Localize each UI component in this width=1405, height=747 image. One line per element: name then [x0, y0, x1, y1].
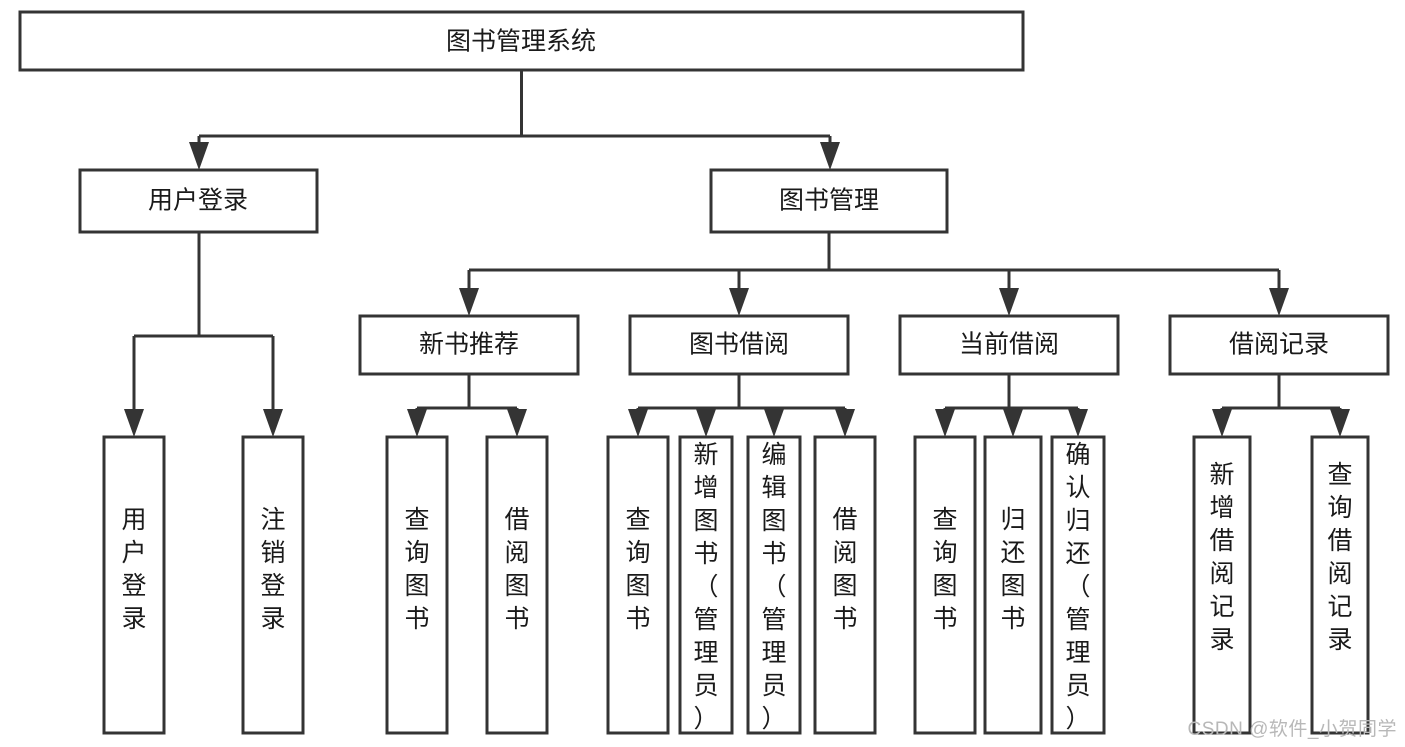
arrow-to-leaf-edit-book-admin	[764, 409, 784, 437]
node-new-book-recommend-label: 新书推荐	[419, 331, 519, 359]
node-leaf-borrow-book-recommend[interactable]: 借阅图书	[485, 435, 549, 735]
node-book-borrow[interactable]: 图书借阅	[628, 314, 850, 376]
node-leaf-query-book-recommend-box[interactable]	[385, 435, 449, 735]
arrow-to-user-login	[189, 142, 209, 170]
connector-book-borrow-trunk	[636, 374, 847, 415]
node-leaf-borrow-book-recommend-box[interactable]	[485, 435, 549, 735]
node-leaf-borrow-book-label: 借阅图书	[832, 506, 857, 633]
arrow-to-leaf-borrow-book-recommend	[507, 409, 527, 437]
node-leaf-edit-book-admin[interactable]: 编辑图书（管理员）	[746, 435, 802, 735]
node-leaf-user-login-box[interactable]	[102, 435, 166, 735]
node-leaf-add-borrow-record-label: 新增借阅记录	[1209, 461, 1234, 654]
node-leaf-query-book-current[interactable]: 查询图书	[913, 435, 977, 735]
node-leaf-user-login-label: 用户登录	[121, 506, 146, 633]
node-leaf-logout-label: 注销登录	[260, 506, 285, 633]
node-leaf-borrow-book[interactable]: 借阅图书	[813, 435, 877, 735]
node-leaf-query-borrow-record-box[interactable]	[1310, 435, 1370, 735]
node-borrow-record-box[interactable]	[1168, 314, 1390, 376]
node-leaf-add-book-admin-box[interactable]	[678, 435, 734, 735]
node-book-management-box[interactable]	[709, 168, 949, 234]
node-borrow-record[interactable]: 借阅记录	[1168, 314, 1390, 376]
node-borrow-record-label: 借阅记录	[1229, 331, 1329, 359]
node-book-management[interactable]: 图书管理	[709, 168, 949, 234]
node-layer: 图书管理系统 用户登录 图书管理 新书推荐 图书借阅	[18, 10, 1390, 735]
node-leaf-add-book-admin[interactable]: 新增图书（管理员）	[678, 435, 734, 735]
node-leaf-query-book-recommend-label: 查询图书	[404, 506, 429, 633]
node-leaf-return-book-box[interactable]	[983, 435, 1043, 735]
arrow-to-leaf-logout	[263, 409, 283, 437]
node-leaf-query-book-current-label: 查询图书	[932, 506, 957, 633]
node-leaf-query-book-current-box[interactable]	[913, 435, 977, 735]
node-user-login-label: 用户登录	[148, 187, 248, 215]
node-user-login[interactable]: 用户登录	[78, 168, 319, 234]
arrow-to-leaf-borrow-book	[835, 409, 855, 437]
node-new-book-recommend[interactable]: 新书推荐	[358, 314, 580, 376]
connector-new-book-recommend-trunk	[415, 374, 519, 415]
node-leaf-confirm-return-admin[interactable]: 确认归还（管理员）	[1050, 435, 1106, 735]
node-new-book-recommend-box[interactable]	[358, 314, 580, 376]
node-leaf-query-book-borrow-label: 查询图书	[625, 506, 650, 633]
arrow-to-leaf-return-book	[1003, 409, 1023, 437]
node-leaf-edit-book-admin-label: 编辑图书（管理员）	[761, 441, 786, 733]
node-root-box[interactable]	[18, 10, 1025, 72]
node-leaf-query-borrow-record[interactable]: 查询借阅记录	[1310, 435, 1370, 735]
node-leaf-return-book-label: 归还图书	[1000, 506, 1025, 633]
node-leaf-logout-box[interactable]	[241, 435, 305, 735]
connector-book-management-trunk	[467, 232, 1281, 290]
arrow-to-leaf-query-borrow-record	[1330, 409, 1350, 437]
arrow-to-leaf-query-book-current	[935, 409, 955, 437]
connector-root-trunk	[197, 70, 832, 148]
node-current-borrow[interactable]: 当前借阅	[898, 314, 1120, 376]
arrow-to-current-borrow	[999, 288, 1019, 316]
node-leaf-add-book-admin-label: 新增图书（管理员）	[693, 441, 718, 733]
node-leaf-add-borrow-record-box[interactable]	[1192, 435, 1252, 735]
node-root[interactable]: 图书管理系统	[18, 10, 1025, 72]
connector-layer	[124, 70, 1350, 437]
node-leaf-edit-book-admin-box[interactable]	[746, 435, 802, 735]
arrow-to-borrow-record	[1269, 288, 1289, 316]
arrow-to-leaf-query-book-borrow	[628, 409, 648, 437]
connector-user-login-trunk	[132, 232, 275, 415]
arrow-to-book-management	[820, 142, 840, 170]
arrow-to-leaf-add-borrow-record	[1212, 409, 1232, 437]
arrow-to-book-borrow	[729, 288, 749, 316]
node-current-borrow-box[interactable]	[898, 314, 1120, 376]
connector-current-borrow-trunk	[943, 374, 1080, 415]
node-leaf-borrow-book-box[interactable]	[813, 435, 877, 735]
node-leaf-confirm-return-admin-label: 确认归还（管理员）	[1065, 441, 1090, 733]
node-root-label: 图书管理系统	[446, 28, 596, 56]
node-leaf-user-login[interactable]: 用户登录	[102, 435, 166, 735]
arrow-to-leaf-query-book-recommend	[407, 409, 427, 437]
node-leaf-add-borrow-record[interactable]: 新增借阅记录	[1192, 435, 1252, 735]
node-leaf-query-book-borrow-box[interactable]	[606, 435, 670, 735]
node-leaf-query-book-recommend[interactable]: 查询图书	[385, 435, 449, 735]
node-leaf-return-book[interactable]: 归还图书	[983, 435, 1043, 735]
node-leaf-query-borrow-record-label: 查询借阅记录	[1327, 461, 1352, 654]
node-user-login-box[interactable]	[78, 168, 319, 234]
arrow-to-new-book-recommend	[459, 288, 479, 316]
arrow-to-leaf-confirm-return-admin	[1068, 409, 1088, 437]
node-leaf-logout[interactable]: 注销登录	[241, 435, 305, 735]
node-leaf-confirm-return-admin-box[interactable]	[1050, 435, 1106, 735]
connector-borrow-record-trunk	[1220, 374, 1342, 415]
node-current-borrow-label: 当前借阅	[959, 331, 1059, 359]
node-book-management-label: 图书管理	[779, 187, 879, 215]
node-leaf-borrow-book-recommend-label: 借阅图书	[504, 506, 529, 633]
node-book-borrow-box[interactable]	[628, 314, 850, 376]
node-leaf-query-book-borrow[interactable]: 查询图书	[606, 435, 670, 735]
arrow-to-leaf-user-login	[124, 409, 144, 437]
arrow-to-leaf-add-book-admin	[696, 409, 716, 437]
node-book-borrow-label: 图书借阅	[689, 331, 789, 359]
